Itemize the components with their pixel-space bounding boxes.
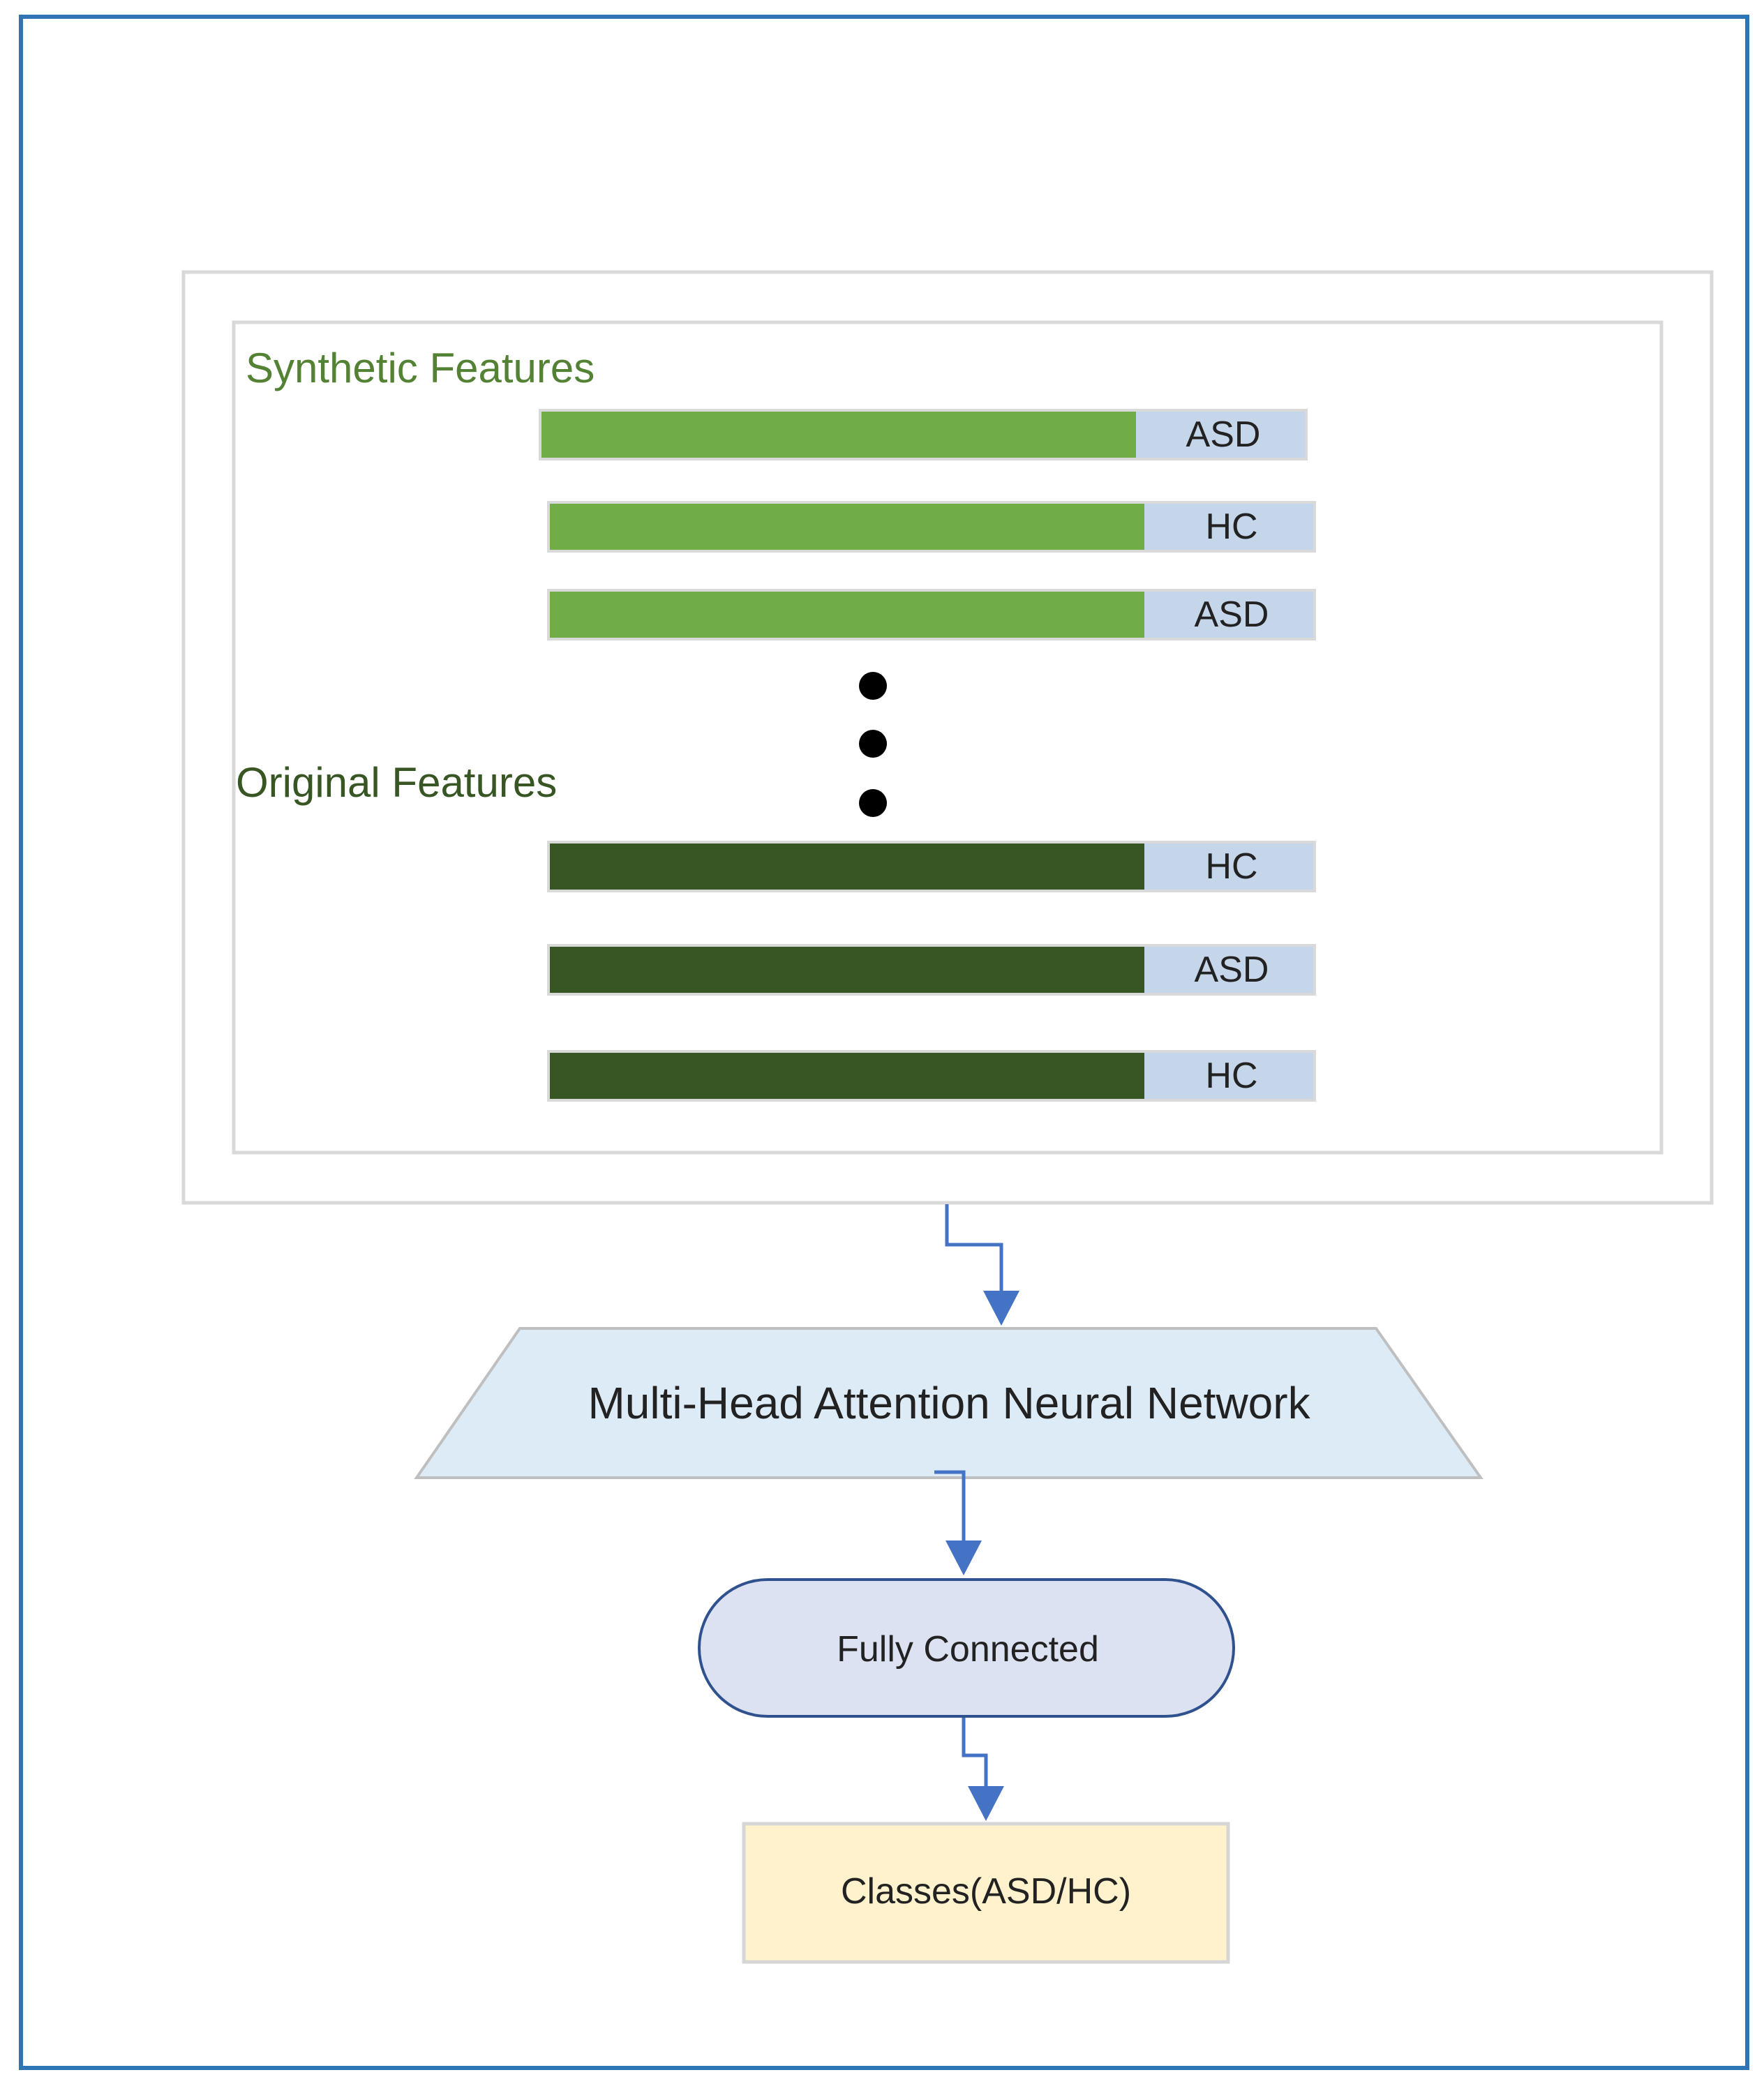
synthetic-row: ASD (547, 589, 1316, 640)
attention-node (414, 1327, 1483, 1479)
original-class-label: ASD (1195, 950, 1269, 990)
ellipsis-dot (859, 789, 887, 817)
connector-panel-to-attention (945, 1204, 1019, 1326)
original-feature-bar (550, 947, 1144, 993)
synthetic-label-cell (1144, 592, 1313, 638)
original-label-cell (1144, 1053, 1313, 1099)
arrowhead-icon (945, 1540, 982, 1575)
original-feature-bar (550, 844, 1144, 890)
synthetic-class-label: ASD (1186, 414, 1261, 455)
synthetic-features-title: Synthetic Features (246, 345, 595, 391)
original-feature-rows: HC ASD HC (547, 841, 1316, 1102)
ellipsis-dot (859, 672, 887, 700)
synthetic-row: HC (547, 501, 1316, 553)
feature-panel-inner (232, 320, 1664, 1155)
fully-connected-label: Fully Connected (837, 1629, 1099, 1670)
fully-connected-node (698, 1578, 1235, 1718)
synthetic-feature-bar (550, 592, 1144, 638)
synthetic-feature-bar (550, 504, 1144, 550)
synthetic-row: ASD (539, 409, 1308, 460)
original-label-cell (1144, 947, 1313, 993)
original-label-cell (1144, 844, 1313, 890)
original-feature-bar (550, 1053, 1144, 1099)
connector-fc-to-classes (962, 1718, 1004, 1821)
connector-attention-to-fc (934, 1470, 982, 1575)
attention-node-label: Multi-Head Attention Neural Network (588, 1378, 1310, 1428)
original-class-label: HC (1205, 846, 1257, 887)
synthetic-label-cell (1144, 504, 1313, 550)
ellipsis-dots (859, 672, 887, 817)
original-row: ASD (547, 944, 1316, 996)
original-row: HC (547, 841, 1316, 892)
classes-label: Classes(ASD/HC) (841, 1871, 1131, 1912)
original-features-title: Original Features (236, 759, 557, 806)
arrowhead-icon (983, 1291, 1019, 1326)
original-row: HC (547, 1050, 1316, 1102)
ellipsis-dot (859, 730, 887, 758)
synthetic-label-cell (1136, 412, 1305, 458)
arrowhead-icon (968, 1786, 1004, 1821)
synthetic-class-label: HC (1205, 507, 1257, 547)
synthetic-feature-bar (541, 412, 1136, 458)
original-class-label: HC (1205, 1056, 1257, 1096)
classes-node (742, 1822, 1230, 1964)
synthetic-class-label: ASD (1195, 594, 1269, 635)
synthetic-feature-rows: ASD HC ASD (539, 409, 1316, 640)
